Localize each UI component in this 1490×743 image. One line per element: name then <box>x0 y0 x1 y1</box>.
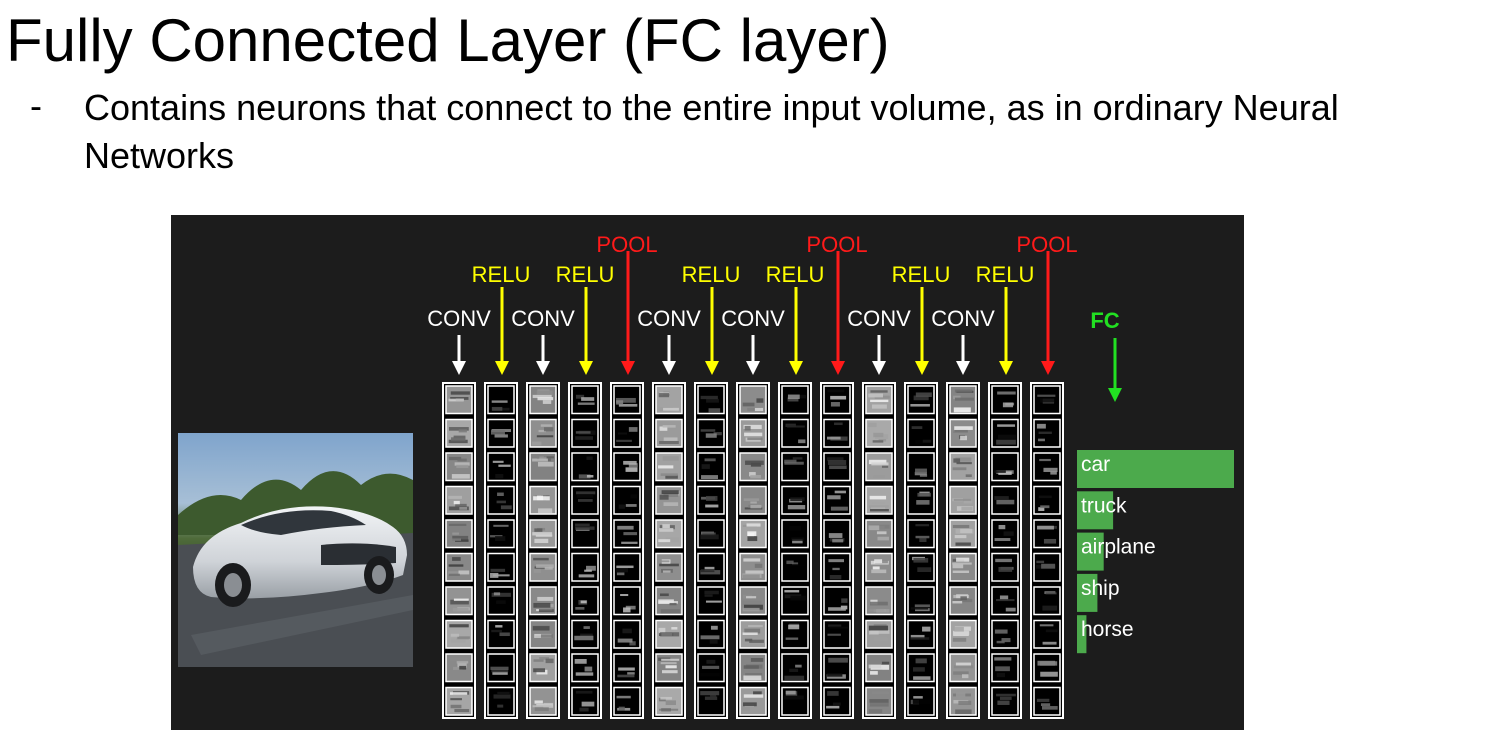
bullet-text: Contains neurons that connect to the ent… <box>84 87 1339 176</box>
layer-label-conv-3: CONV <box>511 306 575 331</box>
arrow-head-1 <box>452 361 466 375</box>
arrow-head-11 <box>872 361 886 375</box>
bullet-marker: - <box>30 85 42 126</box>
cnn-diagram-svg: CONVRELUCONVRELUPOOLCONVRELUCONVRELUPOOL… <box>178 232 1234 719</box>
class-bar-car <box>1077 450 1234 488</box>
arrow-head-3 <box>536 361 550 375</box>
feature-map-column-8 <box>736 382 770 719</box>
layer-label-relu-2: RELU <box>472 262 531 287</box>
class-label-car: car <box>1081 453 1110 476</box>
class-label-truck: truck <box>1081 494 1127 517</box>
feature-map-column-3 <box>526 382 560 719</box>
layer-label-relu-14: RELU <box>976 262 1035 287</box>
layer-label-relu-12: RELU <box>892 262 951 287</box>
input-car-photo <box>178 433 413 667</box>
fc-arrow-head <box>1108 388 1122 402</box>
arrow-head-8 <box>746 361 760 375</box>
arrow-head-10 <box>831 361 845 375</box>
arrow-head-14 <box>999 361 1013 375</box>
class-bar-airplane <box>1077 532 1104 571</box>
feature-map-column-11 <box>862 382 896 719</box>
arrow-head-2 <box>495 361 509 375</box>
arrow-head-6 <box>662 361 676 375</box>
slide-title: Fully Connected Layer (FC layer) <box>6 7 890 74</box>
arrow-head-15 <box>1041 361 1055 375</box>
arrow-head-13 <box>956 361 970 375</box>
layer-label-conv-13: CONV <box>931 306 995 331</box>
layer-label-relu-7: RELU <box>682 262 741 287</box>
feature-map-column-4 <box>568 382 602 719</box>
arrow-head-5 <box>621 361 635 375</box>
arrow-head-9 <box>789 361 803 375</box>
arrow-head-7 <box>705 361 719 375</box>
layer-label-conv-11: CONV <box>847 306 911 331</box>
feature-map-column-9 <box>778 382 812 719</box>
class-label-horse: horse <box>1081 618 1134 641</box>
feature-map-column-14 <box>988 382 1022 719</box>
feature-map-column-6 <box>652 382 686 719</box>
feature-map-column-7 <box>694 382 728 719</box>
feature-map-column-2 <box>484 382 518 719</box>
layer-label-conv-1: CONV <box>427 306 491 331</box>
arrow-head-4 <box>579 361 593 375</box>
feature-map-column-12 <box>904 382 938 719</box>
layer-label-conv-8: CONV <box>721 306 785 331</box>
layer-label-relu-9: RELU <box>766 262 825 287</box>
feature-map-column-10 <box>820 382 854 719</box>
class-bar-ship <box>1077 573 1098 612</box>
arrow-head-12 <box>915 361 929 375</box>
feature-map-column-15 <box>1030 382 1064 719</box>
feature-map-column-5 <box>610 382 644 719</box>
class-label-ship: ship <box>1081 577 1120 600</box>
class-bar-horse <box>1077 615 1087 654</box>
feature-map-column-1 <box>442 382 476 719</box>
fc-label: FC <box>1090 308 1119 333</box>
feature-map-column-13 <box>946 382 980 719</box>
layer-label-conv-6: CONV <box>637 306 701 331</box>
layer-label-relu-4: RELU <box>556 262 615 287</box>
class-bar-truck <box>1077 491 1114 530</box>
class-label-airplane: airplane <box>1081 536 1156 559</box>
